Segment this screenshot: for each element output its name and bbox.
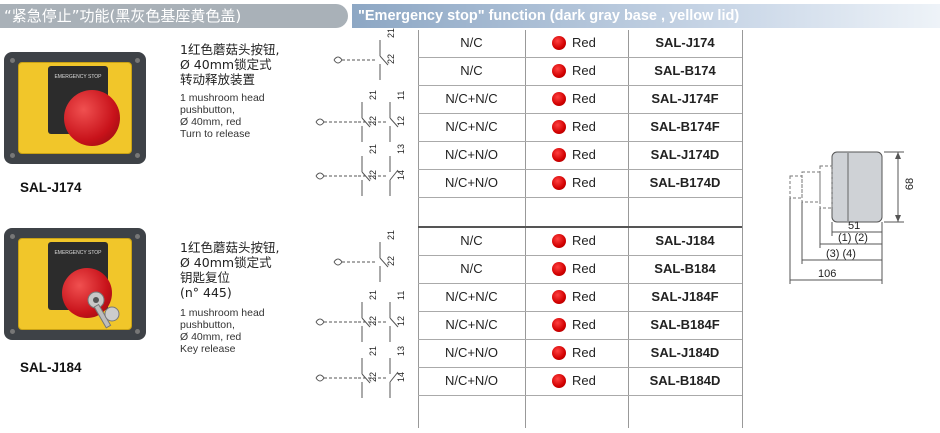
red-color-indicator-icon [552, 318, 566, 332]
color-cell: Red [572, 119, 596, 134]
mushroom-button-icon [64, 90, 120, 146]
contact-type-cell: N/C+N/C [445, 91, 498, 106]
contact-type-cell: N/C+N/O [444, 373, 499, 388]
color-cell: Red [572, 345, 596, 360]
dim-106: 106 [818, 268, 837, 280]
red-color-indicator-icon [552, 120, 566, 134]
product-code-cell: SAL-B184F [650, 317, 720, 332]
product-code-cell: SAL-J174F [651, 91, 719, 106]
product-code-cell: SAL-B174F [650, 119, 720, 134]
nc-nc-contact-symbol-icon [315, 302, 399, 342]
dimension-drawing [789, 151, 904, 284]
dim-3-4: (3) (4) [826, 248, 856, 260]
terminal-label: 12 [396, 315, 406, 326]
contact-type-cell: N/C [460, 233, 483, 248]
product-code-cell: SAL-J174 [655, 35, 715, 50]
color-cell: Red [572, 261, 596, 276]
terminal-label: 22 [368, 315, 378, 326]
color-cell: Red [572, 91, 596, 106]
terminal-label: 11 [396, 90, 406, 100]
red-color-indicator-icon [552, 64, 566, 78]
product-code-cell: SAL-B174D [649, 175, 721, 190]
color-cell: Red [572, 175, 596, 190]
terminal-label: 21 [368, 89, 378, 100]
red-color-indicator-icon [552, 290, 566, 304]
red-color-indicator-icon [552, 234, 566, 248]
contact-type-cell: N/C+N/C [445, 289, 498, 304]
dim-1-2: (1) (2) [838, 232, 868, 244]
nc-nc-contact-symbol-icon [315, 102, 399, 142]
terminal-label: 21 [368, 143, 378, 154]
nc-no-contact-symbol-icon [315, 156, 399, 196]
section-title-cn: “紧急停止”功能(黑灰色基座黄色盖) [0, 4, 348, 28]
red-color-indicator-icon [552, 346, 566, 360]
product-code-cell: SAL-J184 [655, 233, 715, 248]
product-code-cell: SAL-J174D [650, 147, 720, 162]
red-color-indicator-icon [552, 262, 566, 276]
contact-type-cell: N/C [460, 63, 483, 78]
color-cell: Red [572, 63, 596, 78]
red-color-indicator-icon [552, 374, 566, 388]
terminal-label: 22 [368, 371, 378, 382]
color-cell: Red [572, 317, 596, 332]
terminal-label: 21 [386, 229, 396, 240]
nc-no-contact-symbol-icon [315, 358, 399, 398]
terminal-label: 21 [368, 345, 378, 356]
red-color-indicator-icon [552, 176, 566, 190]
contact-type-cell: N/C [460, 261, 483, 276]
dim-height: 68 [904, 177, 917, 191]
mushroom-button-icon [62, 268, 112, 318]
terminal-label: 13 [396, 143, 406, 154]
color-cell: Red [572, 147, 596, 162]
red-color-indicator-icon [552, 36, 566, 50]
terminal-label: 22 [386, 255, 396, 266]
red-color-indicator-icon [552, 92, 566, 106]
contact-type-cell: N/C+N/C [445, 119, 498, 134]
dim-51: 51 [848, 220, 861, 232]
plate-label: EMERGENCY STOP [54, 74, 102, 80]
terminal-label: 11 [396, 290, 406, 300]
product-model: SAL-J184 [20, 360, 82, 375]
nc-contact-symbol-icon [333, 242, 389, 282]
terminal-label: 22 [368, 169, 378, 180]
product-image-j184: EMERGENCY STOP [4, 228, 146, 340]
red-color-indicator-icon [552, 148, 566, 162]
key-icon [87, 291, 120, 329]
color-cell: Red [572, 289, 596, 304]
product-image-j174: EMERGENCY STOP [4, 52, 146, 164]
color-cell: Red [572, 233, 596, 248]
terminal-label: 22 [386, 53, 396, 64]
contact-type-cell: N/C+N/C [445, 317, 498, 332]
terminal-label: 12 [396, 115, 406, 126]
product-code-cell: SAL-B184 [654, 261, 716, 276]
product-code-cell: SAL-J184D [650, 345, 720, 360]
product-model: SAL-J174 [20, 180, 82, 195]
contact-type-cell: N/C+N/O [444, 175, 499, 190]
contact-type-cell: N/C [460, 35, 483, 50]
color-cell: Red [572, 373, 596, 388]
color-cell: Red [572, 35, 596, 50]
terminal-label: 14 [396, 371, 406, 382]
terminal-label: 21 [368, 289, 378, 300]
plate-label: EMERGENCY STOP [54, 250, 102, 256]
product-code-cell: SAL-B174 [654, 63, 716, 78]
terminal-label: 14 [396, 169, 406, 180]
product-code-cell: SAL-J184F [651, 289, 719, 304]
section-title-en: "Emergency stop" function (dark gray bas… [352, 4, 940, 28]
product-code-cell: SAL-B184D [649, 373, 721, 388]
terminal-label: 21 [386, 27, 396, 38]
contact-type-cell: N/C+N/O [444, 147, 499, 162]
terminal-label: 22 [368, 115, 378, 126]
nc-contact-symbol-icon [333, 40, 389, 80]
terminal-label: 13 [396, 345, 406, 356]
contact-type-cell: N/C+N/O [444, 345, 499, 360]
